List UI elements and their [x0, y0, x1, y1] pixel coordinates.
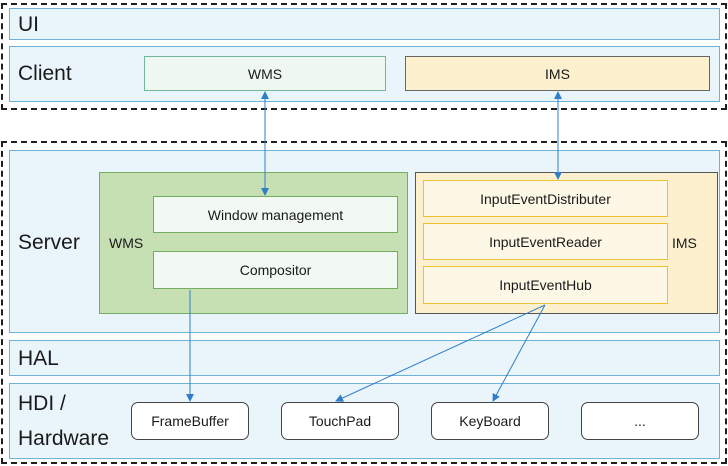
eventhub-to-keyboard-arrow: [492, 304, 546, 402]
client-ims-box: IMS: [405, 56, 710, 91]
hdi-layer-label-line2: Hardware: [18, 427, 110, 450]
ui-layer-label: UI: [18, 13, 39, 36]
hal-layer: HAL: [9, 340, 720, 376]
server-wms-group-label: WMS: [109, 235, 144, 251]
input-event-reader-box: InputEventReader: [423, 223, 668, 260]
ui-layer: UI: [9, 8, 720, 40]
window-management-box: Window management: [153, 196, 398, 233]
server-layer-label: Server: [18, 231, 80, 254]
server-side-dashed-group: [1, 141, 727, 464]
hdi-layer-label-line1: HDI /: [18, 392, 66, 415]
touchpad-box: TouchPad: [281, 402, 399, 440]
server-ims-group-label: IMS: [672, 235, 697, 251]
client-side-dashed-group: [1, 3, 727, 110]
compositor-box: Compositor: [153, 251, 398, 289]
input-event-hub-box: InputEventHub: [423, 266, 668, 304]
hal-layer-label: HAL: [18, 347, 59, 370]
server-wms-group: [99, 172, 408, 314]
eventhub-to-touchpad-arrow: [335, 304, 546, 402]
input-event-distributer-box: InputEventDistributer: [423, 180, 668, 217]
more-hardware-box: ...: [581, 402, 699, 440]
framebuffer-box: FrameBuffer: [131, 402, 249, 440]
client-wms-box: WMS: [144, 56, 386, 91]
client-layer-label: Client: [18, 62, 72, 85]
keyboard-box: KeyBoard: [431, 402, 549, 440]
